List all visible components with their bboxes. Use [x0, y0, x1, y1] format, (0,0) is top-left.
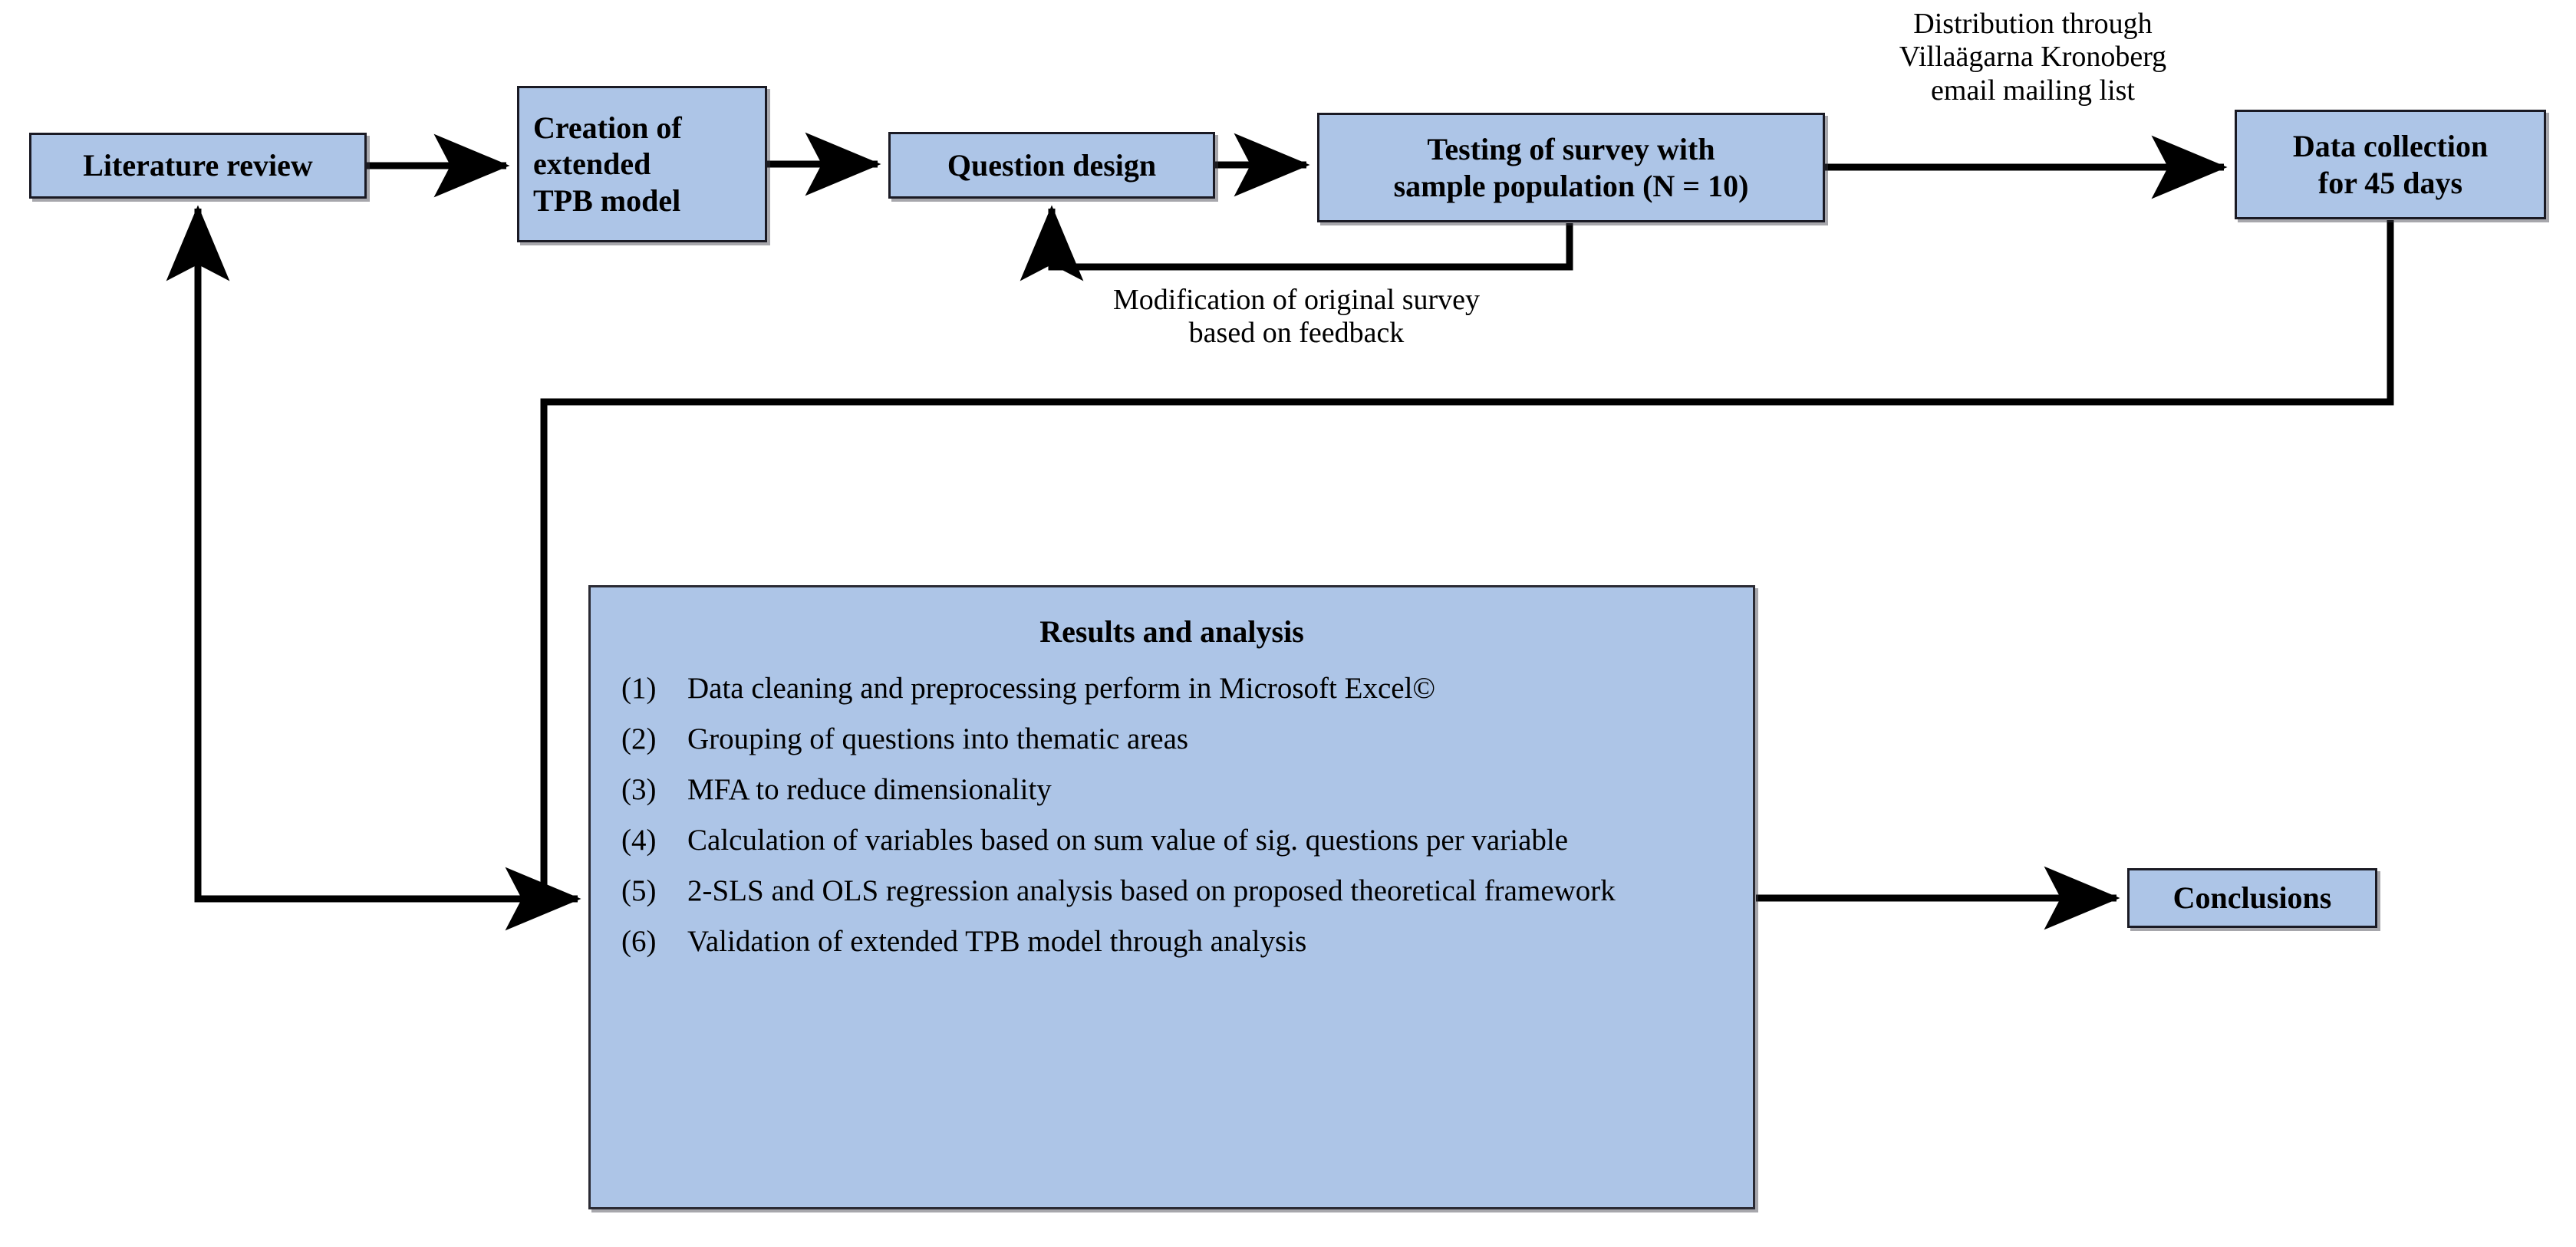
edge-label-distribution: Distribution through Villaägarna Kronobe… — [1899, 8, 2167, 107]
node-literature-review[interactable]: Literature review — [29, 133, 367, 199]
list-item-number: (3) — [621, 772, 657, 806]
list-item-number: (6) — [621, 924, 657, 958]
list-item-text: Grouping of questions into thematic area… — [687, 722, 1189, 755]
node-question-design[interactable]: Question design — [888, 132, 1215, 199]
node-literature-review-label: Literature review — [83, 148, 313, 183]
node-testing-of-survey[interactable]: Testing of survey with sample population… — [1317, 113, 1825, 222]
node-question-design-label: Question design — [947, 147, 1157, 183]
list-item: (3) MFA to reduce dimensionality — [621, 771, 1722, 809]
node-creation-extended-tpb-model[interactable]: Creation of extended TPB model — [517, 86, 767, 242]
results-and-analysis-box[interactable]: Results and analysis (1) Data cleaning a… — [588, 585, 1755, 1209]
list-item: (1) Data cleaning and preprocessing perf… — [621, 670, 1722, 708]
list-item-number: (2) — [621, 722, 657, 755]
node-testing-label: Testing of survey with sample population… — [1393, 132, 1749, 203]
list-item: (5) 2-SLS and OLS regression analysis ba… — [621, 872, 1722, 910]
list-item-text: 2-SLS and OLS regression analysis based … — [687, 874, 1616, 907]
results-box-title: Results and analysis — [1039, 614, 1304, 649]
list-item-number: (5) — [621, 874, 657, 907]
node-tpb-model-label: Creation of extended TPB model — [533, 110, 682, 218]
node-conclusions-label: Conclusions — [2172, 880, 2332, 916]
edge-label-modification: Modification of original survey based on… — [1112, 284, 1481, 350]
node-data-collection-label: Data collection for 45 days — [2292, 129, 2489, 200]
list-item: (6) Validation of extended TPB model thr… — [621, 923, 1722, 961]
list-item-number: (4) — [621, 823, 657, 857]
edge-results-to-literature — [166, 205, 544, 903]
list-item: (4) Calculation of variables based on su… — [621, 821, 1722, 860]
node-conclusions[interactable]: Conclusions — [2127, 868, 2377, 928]
list-item-text: Calculation of variables based on sum va… — [687, 823, 1569, 857]
node-data-collection[interactable]: Data collection for 45 days — [2235, 110, 2546, 219]
list-item-text: MFA to reduce dimensionality — [687, 772, 1052, 806]
list-item: (2) Grouping of questions into thematic … — [621, 720, 1722, 758]
list-item-text: Validation of extended TPB model through… — [687, 924, 1307, 958]
list-item-text: Data cleaning and preprocessing perform … — [687, 672, 1436, 705]
results-item-list: (1) Data cleaning and preprocessing perf… — [621, 670, 1722, 960]
list-item-number: (1) — [621, 672, 657, 705]
